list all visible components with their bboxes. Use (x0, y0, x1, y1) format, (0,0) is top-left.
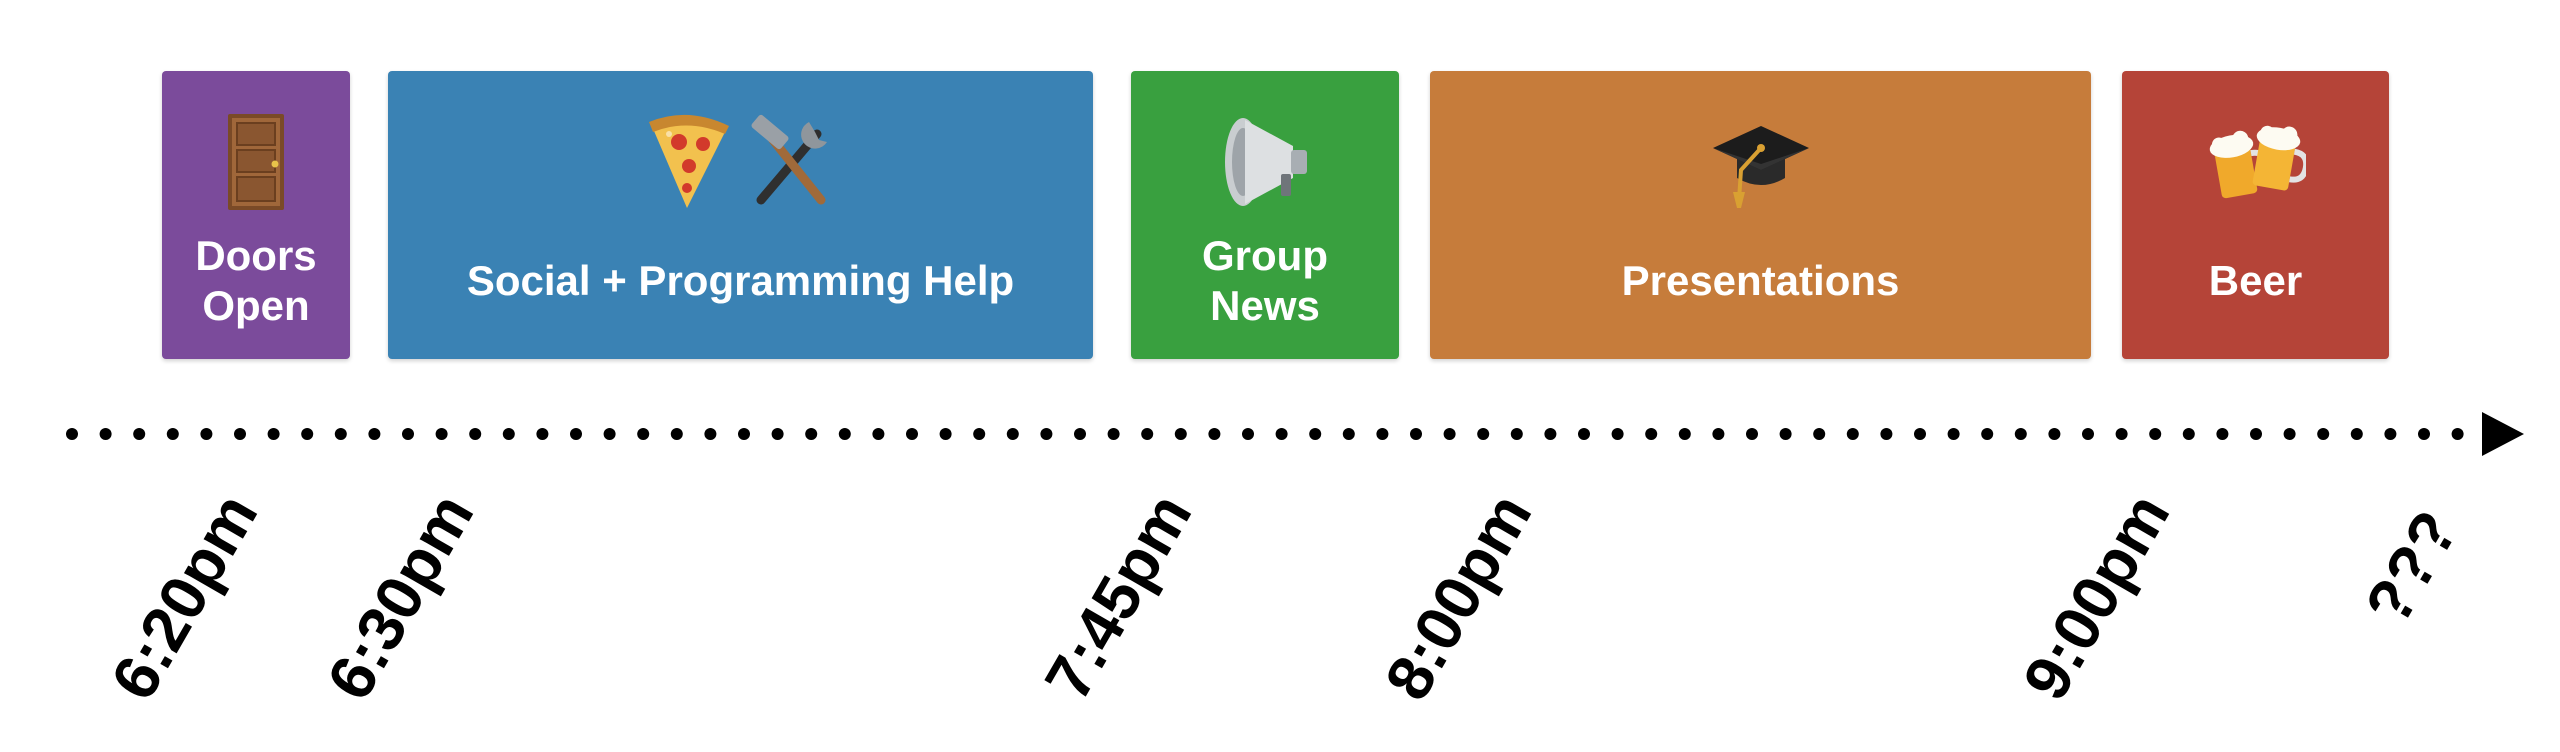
timeline-dot (1074, 428, 1086, 440)
timeline-dot (1813, 428, 1826, 440)
timeline-dot (570, 428, 582, 440)
timeline-dot (1947, 428, 1960, 440)
timeline-dot (1981, 428, 1994, 440)
timeline-dot (872, 428, 885, 440)
timeline-dot (2418, 428, 2430, 440)
timeline-dot (2283, 428, 2296, 440)
timeline-dot (1914, 428, 1926, 440)
timeline-dot (1242, 428, 1254, 440)
time-label-0900: 9:00pm (2008, 481, 2184, 712)
timeline-dot (402, 428, 414, 440)
timeline-dot (1443, 428, 1456, 440)
timeline-dot (1645, 428, 1658, 440)
timeline-dot (1275, 428, 1288, 440)
timeline-dot (637, 428, 650, 440)
timeline-dot (1342, 428, 1355, 440)
timeline-dot (670, 428, 683, 440)
time-label-0630: 6:30pm (312, 481, 488, 712)
timeline-dot (200, 428, 213, 440)
timeline-dot (234, 428, 246, 440)
timeline-dot (435, 428, 448, 440)
timeline-dot (502, 428, 515, 440)
timeline-dot (133, 428, 146, 440)
time-label-unknown: ??? (2350, 498, 2472, 637)
timeline-dot (66, 428, 78, 440)
timeline-dot (1006, 428, 1019, 440)
time-label-0745: 7:45pm (1030, 481, 1206, 712)
megaphone-icon (1131, 107, 1399, 217)
block-presentations: Presentations (1430, 71, 2091, 359)
timeline-dot (1678, 428, 1691, 440)
time-label-0620: 6:20pm (96, 481, 272, 712)
timeline-dot (2216, 428, 2229, 440)
timeline-dot (1611, 428, 1624, 440)
block-group-news: Group News (1131, 71, 1399, 359)
timeline-dot (1141, 428, 1154, 440)
timeline-dot (2182, 428, 2195, 440)
timeline-dot (738, 428, 750, 440)
timeline-dot (2014, 428, 2027, 440)
timeline-dot (838, 428, 851, 440)
timeline-dot (166, 428, 179, 440)
timeline-dot (771, 428, 784, 440)
block-beer: Beer (2122, 71, 2389, 359)
block-doors-open: Doors Open (162, 71, 350, 359)
timeline-dot (1544, 428, 1557, 440)
block-label: Social + Programming Help (466, 257, 1015, 304)
timeline-dots (66, 428, 2464, 440)
timeline-dot (1846, 428, 1859, 440)
timeline-dot (2082, 428, 2094, 440)
timeline-axis (66, 412, 2524, 456)
timeline-dot (805, 428, 818, 440)
timeline-dot (1712, 428, 1725, 440)
timeline-dot (1174, 428, 1187, 440)
timeline-dot (1880, 428, 1893, 440)
timeline-dot (2384, 428, 2397, 440)
timeline-dot (704, 428, 717, 440)
timeline-dot (1040, 428, 1053, 440)
timeline-arrowhead (2482, 412, 2524, 456)
timeline-dot (469, 428, 482, 440)
timeline-dot (1309, 428, 1322, 440)
timeline-dot (267, 428, 280, 440)
timeline-dot (1376, 428, 1389, 440)
timeline-dot (2048, 428, 2061, 440)
graduation-cap-icon (1430, 107, 2091, 217)
timeline-dot (99, 428, 112, 440)
timeline-dot (2250, 428, 2262, 440)
block-label: Doors Open (195, 232, 317, 329)
beer-mugs-icon (2122, 107, 2389, 217)
timeline-dot (906, 428, 918, 440)
hammer-and-wrench-icon (751, 114, 827, 205)
block-label: Presentations (1621, 257, 1900, 304)
timeline-dot (2149, 428, 2162, 440)
timeline-dot (2451, 428, 2464, 440)
timeline-dot (2317, 428, 2330, 440)
door-icon (162, 107, 350, 217)
timeline-dot (2350, 428, 2363, 440)
timeline-dot (939, 428, 952, 440)
timeline-dot (334, 428, 347, 440)
timeline-dot (536, 428, 549, 440)
timeline-dot (1477, 428, 1490, 440)
block-label: Beer (2208, 257, 2303, 304)
timeline-dot (1107, 428, 1120, 440)
timeline-dot (1410, 428, 1422, 440)
timeline-dot (368, 428, 381, 440)
timeline-dot (1779, 428, 1792, 440)
block-label: Group News (1202, 232, 1328, 329)
timeline-dot (1208, 428, 1221, 440)
timeline-dot (1510, 428, 1523, 440)
timeline-dot (2115, 428, 2128, 440)
time-label-0800: 8:00pm (1370, 481, 1546, 712)
block-social-programming-help: Social + Programming Help (388, 71, 1093, 359)
timeline-dot (1746, 428, 1758, 440)
timeline-dot (301, 428, 314, 440)
timeline-dot (603, 428, 616, 440)
timeline-dot (973, 428, 986, 440)
pizza-icon (648, 114, 729, 208)
timeline-dot (1578, 428, 1590, 440)
